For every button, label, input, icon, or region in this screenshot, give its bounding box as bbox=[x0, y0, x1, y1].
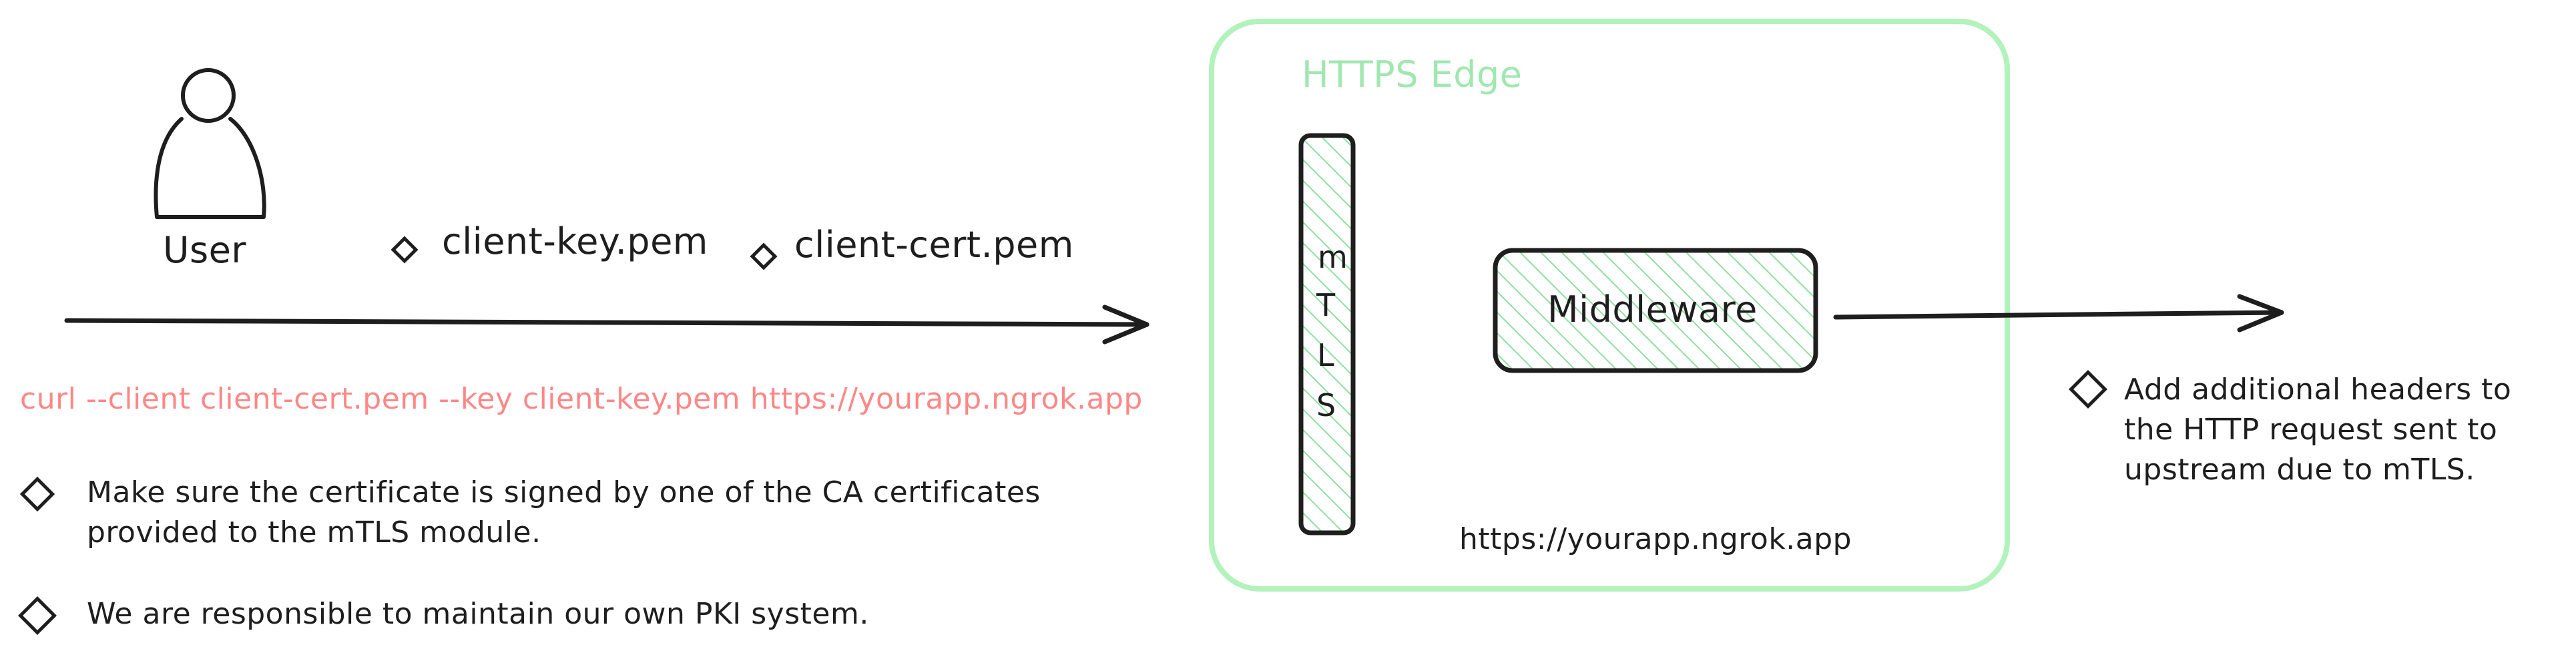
mtls-letter-s: S bbox=[1316, 387, 1336, 423]
mtls-letter-t: T bbox=[1316, 287, 1336, 323]
edge-url: https://yourapp.ngrok.app bbox=[1459, 522, 1852, 556]
note-certificate-line2: provided to the mTLS module. bbox=[87, 515, 541, 550]
curl-command: curl --client client-cert.pem --key clie… bbox=[20, 382, 1143, 416]
middleware-box bbox=[1493, 248, 1818, 373]
mtls-letter-m: m bbox=[1318, 239, 1348, 275]
request-arrow bbox=[64, 304, 1149, 345]
upstream-note-line3: upstream due to mTLS. bbox=[2124, 453, 2475, 487]
upstream-note-line2: the HTTP request sent to bbox=[2124, 413, 2498, 447]
diamond-icon bbox=[18, 596, 57, 635]
https-edge-title: HTTPS Edge bbox=[1302, 53, 1523, 95]
upstream-arrow bbox=[1833, 294, 2284, 333]
diamond-icon bbox=[750, 242, 778, 270]
diamond-icon bbox=[19, 476, 55, 512]
middleware-label: Middleware bbox=[1547, 288, 1758, 331]
mtls-letter-l: L bbox=[1317, 337, 1335, 373]
https-edge-box bbox=[1209, 19, 2010, 592]
user-label: User bbox=[163, 229, 247, 271]
upstream-note-line1: Add additional headers to bbox=[2124, 373, 2512, 407]
mtls-module bbox=[1298, 133, 1356, 535]
client-cert-file: client-cert.pem bbox=[794, 224, 1074, 266]
note-certificate-line1: Make sure the certificate is signed by o… bbox=[87, 475, 1041, 509]
note-pki: We are responsible to maintain our own P… bbox=[87, 597, 869, 631]
user-icon bbox=[154, 68, 266, 219]
client-key-file: client-key.pem bbox=[442, 220, 708, 262]
diamond-icon bbox=[391, 236, 419, 264]
diamond-icon bbox=[2069, 370, 2107, 409]
